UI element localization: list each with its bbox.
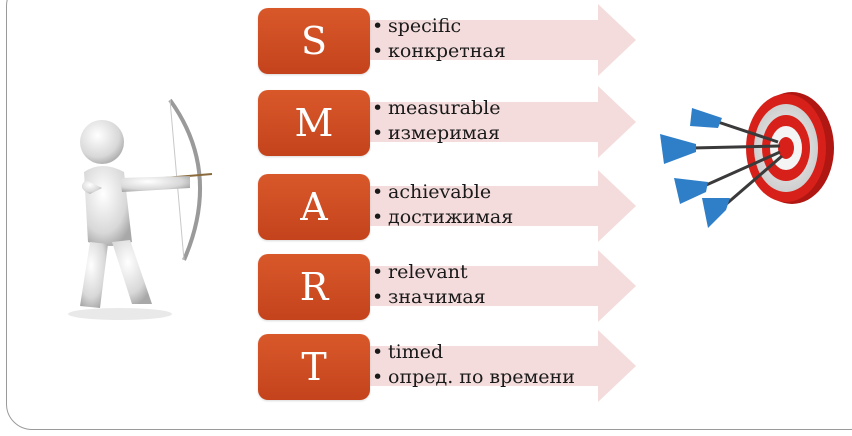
- smart-row-m: M •measurable •измеримая: [0, 84, 852, 160]
- russian-term: конкретная: [388, 40, 506, 62]
- letter-box-m: M: [258, 90, 370, 156]
- letter-box-t: T: [258, 334, 370, 400]
- target-with-darts-icon: [660, 92, 834, 228]
- russian-term: опред. по времени: [388, 366, 575, 388]
- arrow-shape: [360, 4, 636, 76]
- letter-box-r: R: [258, 254, 370, 320]
- bullet-list: •specific •конкретная: [372, 15, 506, 62]
- bullet-list: •measurable •измеримая: [372, 97, 501, 144]
- letter-box-s: S: [258, 8, 370, 74]
- slide-frame: [6, 0, 852, 430]
- english-term: relevant: [388, 261, 468, 283]
- russian-term: достижимая: [388, 206, 514, 228]
- bullet-list: •achievable •достижимая: [372, 181, 514, 228]
- russian-term: измеримая: [388, 122, 500, 144]
- bullet-list: •timed •опред. по времени: [372, 341, 575, 388]
- bullet-list: •relevant •значимая: [372, 261, 486, 308]
- smart-row-r: R •relevant •значимая: [0, 248, 852, 324]
- smart-row-a: A •achievable •достижимая: [0, 168, 852, 244]
- arrow-shape: [360, 250, 636, 322]
- english-term: measurable: [388, 97, 501, 119]
- english-term: specific: [388, 15, 462, 37]
- letter-box-a: A: [258, 174, 370, 240]
- smart-row-s: S •specific •конкретная: [0, 2, 852, 78]
- arrow-shape: [360, 170, 636, 242]
- archer-figure-icon: [68, 98, 213, 320]
- english-term: timed: [388, 341, 444, 363]
- smart-row-t: T •timed •опред. по времени: [0, 328, 852, 404]
- russian-term: значимая: [388, 286, 486, 308]
- arrow-shape: [360, 86, 636, 158]
- english-term: achievable: [388, 181, 492, 203]
- arrow-shape: [360, 330, 636, 402]
